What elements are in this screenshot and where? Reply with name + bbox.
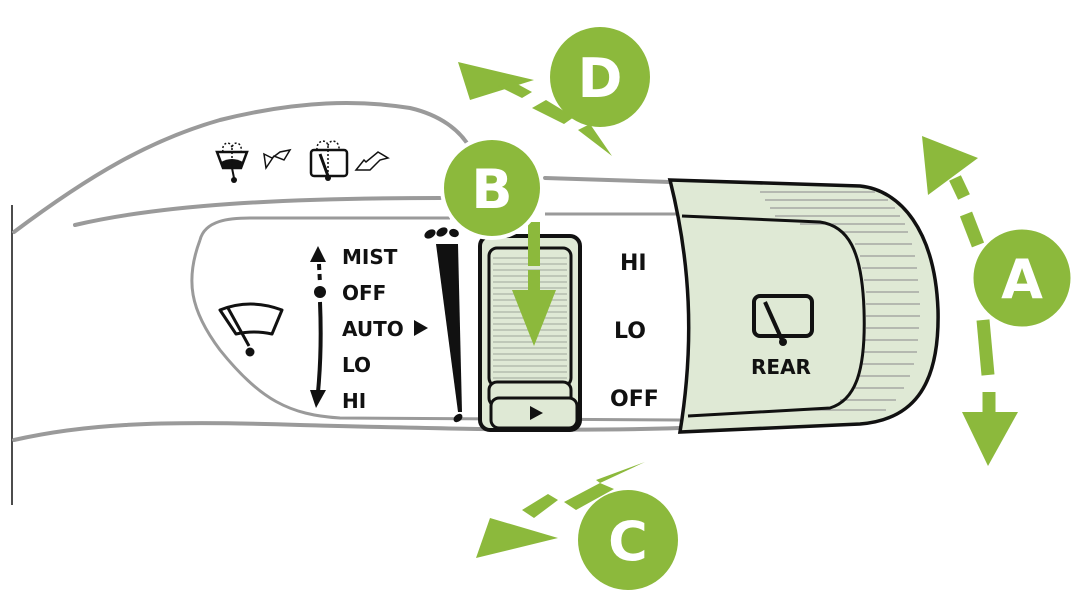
knob-ridges [760,191,920,411]
dial-indicator-icon [530,406,543,420]
lever-upper-outline [12,101,472,234]
callout-a-arrow [922,136,1018,466]
callout-d: D [550,27,650,127]
lever-top-ridge [73,196,442,227]
front-washer-icon [215,142,249,183]
position-lo: LO [342,353,371,377]
callout-d-letter: D [578,47,623,110]
rear-wiper-knob[interactable] [667,178,940,434]
callout-c-arrow [476,462,645,558]
callout-a-letter: A [1001,248,1043,311]
lever-top-ridge-right [543,176,672,184]
rear-label: REAR [751,355,811,379]
rear-position-hi: HI [620,251,647,276]
position-auto: AUTO [342,317,404,341]
callout-b: B [440,136,544,240]
position-off: OFF [342,281,386,305]
callout-b-letter: B [471,158,512,221]
callout-c-letter: C [608,510,648,573]
front-wiper-icon [218,302,284,357]
callout-b-arrow [512,222,556,346]
rear-position-lo: LO [614,319,646,344]
rear-position-off: OFF [610,387,659,412]
callout-c: C [578,490,678,590]
control-panel-outline [190,212,681,422]
sensitivity-scale-icon [424,227,463,423]
auto-indicator-icon [414,320,428,336]
front-position-arrow [310,246,326,408]
position-hi: HI [342,389,366,413]
push-arrow-icon [354,151,390,171]
rear-washer-icon [309,140,349,181]
callout-a: A [970,226,1074,330]
position-mist: MIST [342,245,398,269]
rear-wiper-icon [752,294,814,346]
pull-arrow-icon [263,148,292,171]
callout-d-arrow [458,62,612,156]
